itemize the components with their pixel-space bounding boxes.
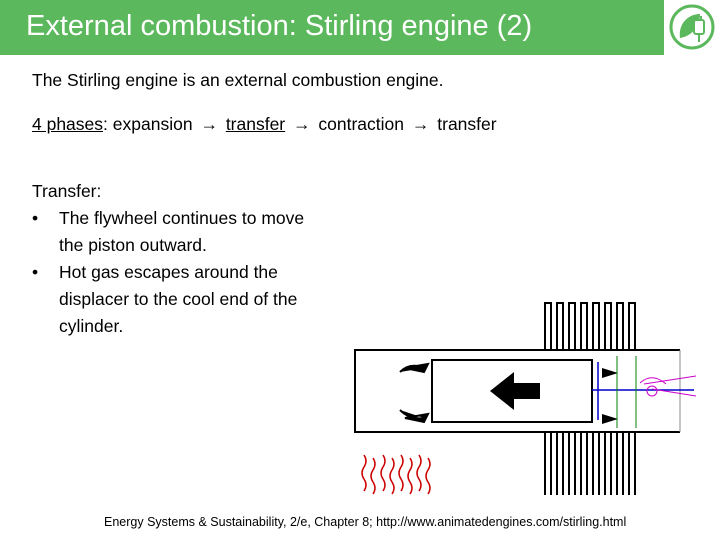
crank-links: [639, 375, 697, 397]
plug-leaf-logo-icon: [669, 4, 715, 50]
displacer: [431, 359, 593, 423]
flow-arrow-icon: [399, 409, 430, 424]
section-heading: Transfer:: [32, 181, 102, 201]
intro-text: The Stirling engine is an external combu…: [32, 70, 444, 90]
arrow-icon: →: [411, 114, 430, 134]
heat-waves: [361, 454, 431, 495]
bullet-text: Hot gas escapes around the: [59, 262, 278, 282]
arrow-icon: →: [293, 114, 311, 134]
phases-line: 4 phases: expansion → transfer → contrac…: [32, 114, 497, 135]
phase-expansion: expansion: [112, 114, 193, 134]
logo: [664, 0, 720, 55]
flow-arrow-icon: [602, 368, 618, 378]
bullet-text-continued: cylinder.: [59, 316, 124, 336]
arrow-icon: →: [200, 114, 218, 134]
bullet-text-continued: the piston outward.: [59, 235, 207, 255]
source-caption: Energy Systems & Sustainability, 2/e, Ch…: [104, 515, 627, 529]
flywheel-guide: [616, 356, 637, 428]
slide-title: External combustion: Stirling engine (2): [26, 10, 533, 42]
phase-transfer-current: transfer: [225, 114, 286, 134]
stirling-engine-diagram: [354, 302, 697, 495]
bullet-icon: •: [32, 208, 39, 228]
piston-rod: [592, 362, 694, 420]
phases-label: 4 phases: [32, 114, 104, 134]
bullet-text: The flywheel continues to move: [59, 208, 305, 228]
cylinder-walls: [354, 349, 681, 433]
cooling-fins-top: [544, 302, 636, 350]
flow-arrow-icon: [602, 414, 618, 424]
flow-arrow-icon: [399, 362, 430, 374]
phases-separator: :: [103, 114, 113, 134]
cooling-fins-bottom: [544, 432, 636, 495]
phase-transfer-final: transfer: [437, 114, 497, 134]
phase-contraction: contraction: [318, 114, 404, 134]
bullet-text-continued: displacer to the cool end of the: [59, 289, 298, 309]
bullet-icon: •: [32, 262, 39, 282]
title-bar: External combustion: Stirling engine (2): [0, 0, 720, 55]
displacer-arrow-icon: [490, 372, 540, 410]
